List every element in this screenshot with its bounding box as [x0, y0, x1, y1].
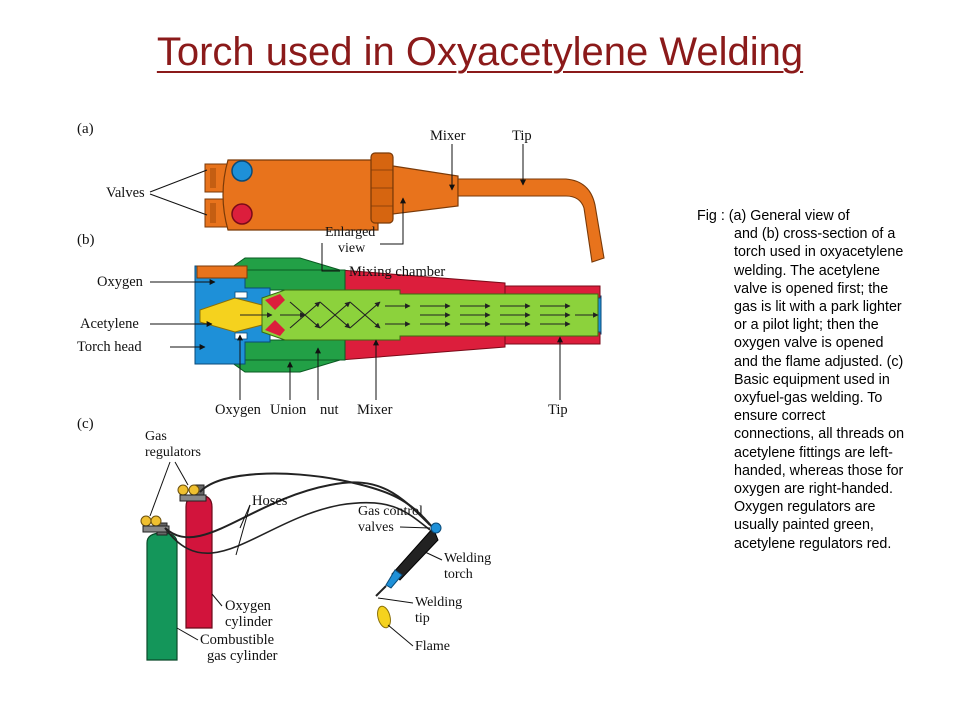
- oxygen-cylinder: [185, 494, 213, 629]
- hose-2: [199, 472, 434, 529]
- acetylene-valve-knob: [231, 203, 253, 225]
- flame: [377, 605, 391, 629]
- flow-arrows: [240, 301, 599, 329]
- caption-first-line: Fig : (a) General view of: [697, 208, 850, 224]
- oxygen-cylinder-label-1: Oxygen: [225, 598, 272, 614]
- welding-torch: [391, 527, 439, 581]
- gas-control-valve: [430, 522, 442, 534]
- mixer-body: [392, 165, 459, 215]
- mixer-label-a: Mixer: [430, 128, 466, 144]
- tip-label-a: Tip: [512, 128, 532, 144]
- enlarged-label-1: Enlarged: [325, 225, 375, 240]
- acetylene-label: Acetylene: [80, 316, 139, 332]
- welding-torch-label-1: Welding: [444, 551, 491, 566]
- welding-torch-label-2: torch: [444, 567, 473, 582]
- gas-regulators-label-1: Gas: [145, 429, 167, 444]
- combustible-label-2: gas cylinder: [207, 648, 278, 664]
- oxygen-cylinder-label-2: cylinder: [225, 614, 273, 630]
- valve-thread-top: [210, 168, 216, 188]
- valve-thread-bottom: [210, 203, 216, 223]
- nut-label: nut: [320, 402, 339, 418]
- oxygen-label: Oxygen: [97, 274, 144, 290]
- caption-body: and (b) cross-section of a torch used in…: [734, 226, 905, 552]
- hoses-label: Hoses: [252, 493, 288, 509]
- gas-control-label-2: valves: [358, 520, 394, 535]
- hose-1: [164, 481, 431, 539]
- oxygen-inlet-orange: [196, 265, 248, 279]
- torch-head-label: Torch head: [77, 339, 142, 355]
- panel-b-tag: (b): [77, 232, 95, 248]
- combustible-gas-cylinder: [146, 532, 178, 661]
- gas-regulators: [140, 484, 207, 533]
- panel-b: (b): [77, 232, 602, 418]
- welding-tip-label-2: tip: [415, 611, 430, 626]
- page-title: Torch used in Oxyacetylene Welding: [156, 30, 804, 74]
- torch-tip: [457, 178, 605, 263]
- enlarged-label-2: view: [338, 241, 366, 256]
- gas-control-label-1: Gas control: [358, 504, 423, 519]
- welding-tip-label-1: Welding: [415, 595, 462, 610]
- tip-label-b: Tip: [548, 402, 568, 418]
- union-label: Union: [270, 402, 307, 418]
- valves-label: Valves: [106, 185, 145, 201]
- flame-label: Flame: [415, 639, 450, 654]
- mixing-chamber-label: Mixing chamber: [349, 264, 445, 280]
- combustible-label-1: Combustible: [200, 632, 274, 648]
- panel-c-tag: (c): [77, 416, 94, 432]
- panel-c: (c) Gas regulators Hoses: [77, 416, 491, 664]
- gas-regulators-label-2: regulators: [145, 445, 201, 460]
- panel-a-tag: (a): [77, 121, 94, 137]
- oxygen-valve-knob: [231, 160, 253, 182]
- figure-caption: Fig : (a) General view of and (b) cross-…: [697, 207, 909, 553]
- bottom-oxygen-label: Oxygen: [215, 402, 262, 418]
- torch-handle: [222, 159, 379, 231]
- mixer-label-b: Mixer: [357, 402, 393, 418]
- panel-a: (a) Valves Mixer Tip Enlarged view: [77, 121, 605, 263]
